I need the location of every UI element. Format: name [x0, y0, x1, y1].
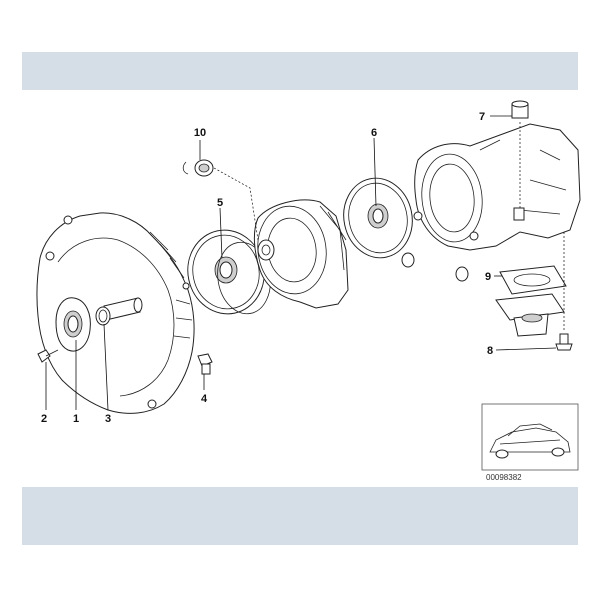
cover: [495, 293, 565, 337]
callout-7: 7: [479, 111, 485, 123]
leader-lines: [45, 115, 557, 411]
part-6-gasket: [343, 177, 413, 259]
callout-3: 3: [105, 413, 111, 425]
car-icon: [489, 423, 571, 459]
part-7-sleeve: [511, 100, 529, 119]
callout-5: 5: [217, 197, 223, 209]
intermediate-housing: [253, 199, 349, 309]
callout-10: 10: [194, 127, 206, 139]
small-o-ring-left: [401, 252, 415, 268]
part-4-screw-plug: [197, 353, 213, 375]
header-band: [22, 52, 578, 90]
callout-9: 9: [485, 271, 491, 283]
thumbnail-ref-code: 00098382: [486, 473, 522, 482]
callout-4: 4: [201, 393, 208, 405]
part-8-bolt: [555, 333, 573, 351]
callout-1: 1: [73, 413, 79, 425]
callout-8: 8: [487, 345, 493, 357]
part-9-gasket: [499, 265, 567, 295]
part-3-o-ring: [95, 306, 111, 326]
callout-2: 2: [41, 413, 47, 425]
small-o-ring-right: [455, 266, 469, 282]
transmission-case: [413, 123, 581, 251]
part-2-bolt: [37, 349, 59, 363]
callout-6: 6: [371, 127, 377, 139]
part-10-seal-and-circlip: [182, 159, 214, 177]
footer-band: [22, 487, 578, 545]
vehicle-thumbnail: 00098382: [481, 403, 579, 482]
part-1-shaft-seal: [55, 297, 91, 352]
